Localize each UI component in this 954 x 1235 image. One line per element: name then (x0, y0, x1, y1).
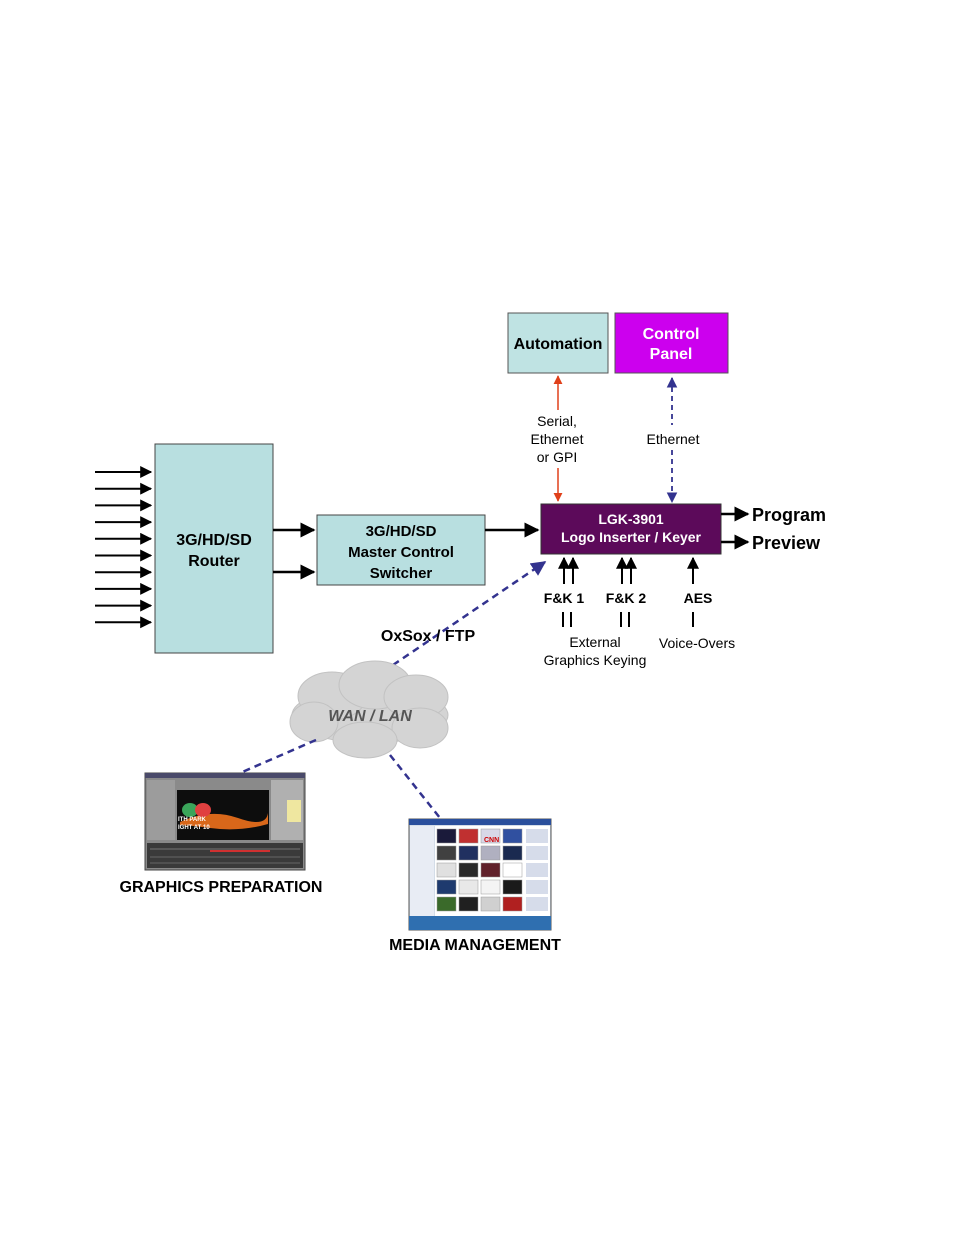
automation-box[interactable]: Automation (507, 312, 609, 374)
media-tile[interactable] (480, 828, 501, 844)
graphics-preparation-screenshot[interactable]: ITH PARK IGHT AT 10 (144, 772, 306, 871)
lgk-label-line2: Logo Inserter / Keyer (561, 529, 702, 545)
media-tile[interactable] (480, 862, 501, 878)
media-tile[interactable] (436, 862, 457, 878)
router-input-arrows (95, 466, 153, 629)
media-management-label: MEDIA MANAGEMENT (389, 937, 561, 954)
media-tile[interactable] (502, 828, 523, 844)
media-tile[interactable] (458, 862, 479, 878)
router-box[interactable]: 3G/HD/SD Router (154, 443, 274, 654)
graphics-thumb-line2: IGHT AT 10 (178, 825, 210, 831)
oxsox-label: OxSox / FTP (381, 628, 476, 645)
oxsox-ftp-link (392, 560, 547, 667)
graphics-thumb-line1: ITH PARK (178, 817, 207, 823)
program-label: Program (752, 505, 826, 525)
fk2-label: F&K 2 (606, 590, 647, 606)
cloud-label: WAN / LAN (328, 708, 412, 725)
media-management-screenshot[interactable]: CNN (408, 818, 552, 931)
serial-label-line1: Serial, (537, 413, 577, 429)
media-tile[interactable] (502, 845, 523, 861)
graphics-preparation-label: GRAPHICS PREPARATION (120, 879, 323, 896)
media-tile[interactable] (436, 828, 457, 844)
media-tile[interactable] (436, 896, 457, 912)
serial-label-line3: or GPI (537, 449, 577, 465)
control-panel-box[interactable]: Control Panel (614, 312, 729, 374)
router-label-line1: 3G/HD/SD (176, 532, 252, 549)
media-tile[interactable] (480, 896, 501, 912)
fk-source-ticks (562, 612, 694, 627)
voiceovers-label: Voice-Overs (659, 635, 735, 651)
ethernet-label: Ethernet (647, 431, 700, 447)
media-tile[interactable] (458, 828, 479, 844)
serial-label-line2: Ethernet (531, 431, 584, 447)
media-tile[interactable] (480, 845, 501, 861)
media-side-panel-row (526, 880, 548, 894)
switcher-label-line2: Master Control (348, 544, 454, 561)
lgk-label-line1: LGK-3901 (598, 511, 664, 527)
aes-label: AES (684, 590, 713, 606)
router-label-line2: Router (188, 553, 240, 570)
media-tile[interactable] (502, 879, 523, 895)
control-panel-label-line1: Control (643, 326, 700, 343)
lgk-box[interactable]: LGK-3901 Logo Inserter / Keyer (540, 503, 722, 555)
media-tile[interactable] (502, 862, 523, 878)
fk1-label: F&K 1 (544, 590, 585, 606)
automation-label: Automation (514, 336, 603, 353)
cloud-to-graphics-link (239, 738, 317, 775)
external-label-line1: External (569, 634, 620, 650)
media-side-panel-row (526, 863, 548, 877)
media-tile-cnn: CNN (484, 837, 499, 844)
external-label-line2: Graphics Keying (544, 652, 647, 668)
media-tile[interactable] (502, 896, 523, 912)
media-side-panel-row (526, 829, 548, 843)
media-tile[interactable] (480, 879, 501, 895)
media-tile[interactable] (458, 879, 479, 895)
media-tile[interactable] (436, 879, 457, 895)
media-tile[interactable] (458, 896, 479, 912)
switcher-box[interactable]: 3G/HD/SD Master Control Switcher (316, 514, 486, 586)
wan-lan-cloud[interactable]: WAN / LAN (289, 660, 449, 759)
cloud-to-media-link (389, 754, 441, 819)
switcher-label-line1: 3G/HD/SD (366, 523, 437, 540)
media-tile-grid (436, 828, 548, 912)
media-tile[interactable] (458, 845, 479, 861)
preview-label: Preview (752, 533, 821, 553)
switcher-label-line3: Switcher (370, 565, 433, 582)
media-side-panel-row (526, 897, 548, 911)
media-tile[interactable] (436, 845, 457, 861)
media-side-panel-row (526, 846, 548, 860)
control-panel-label-line2: Panel (650, 346, 693, 363)
fk-input-arrows (558, 556, 699, 584)
